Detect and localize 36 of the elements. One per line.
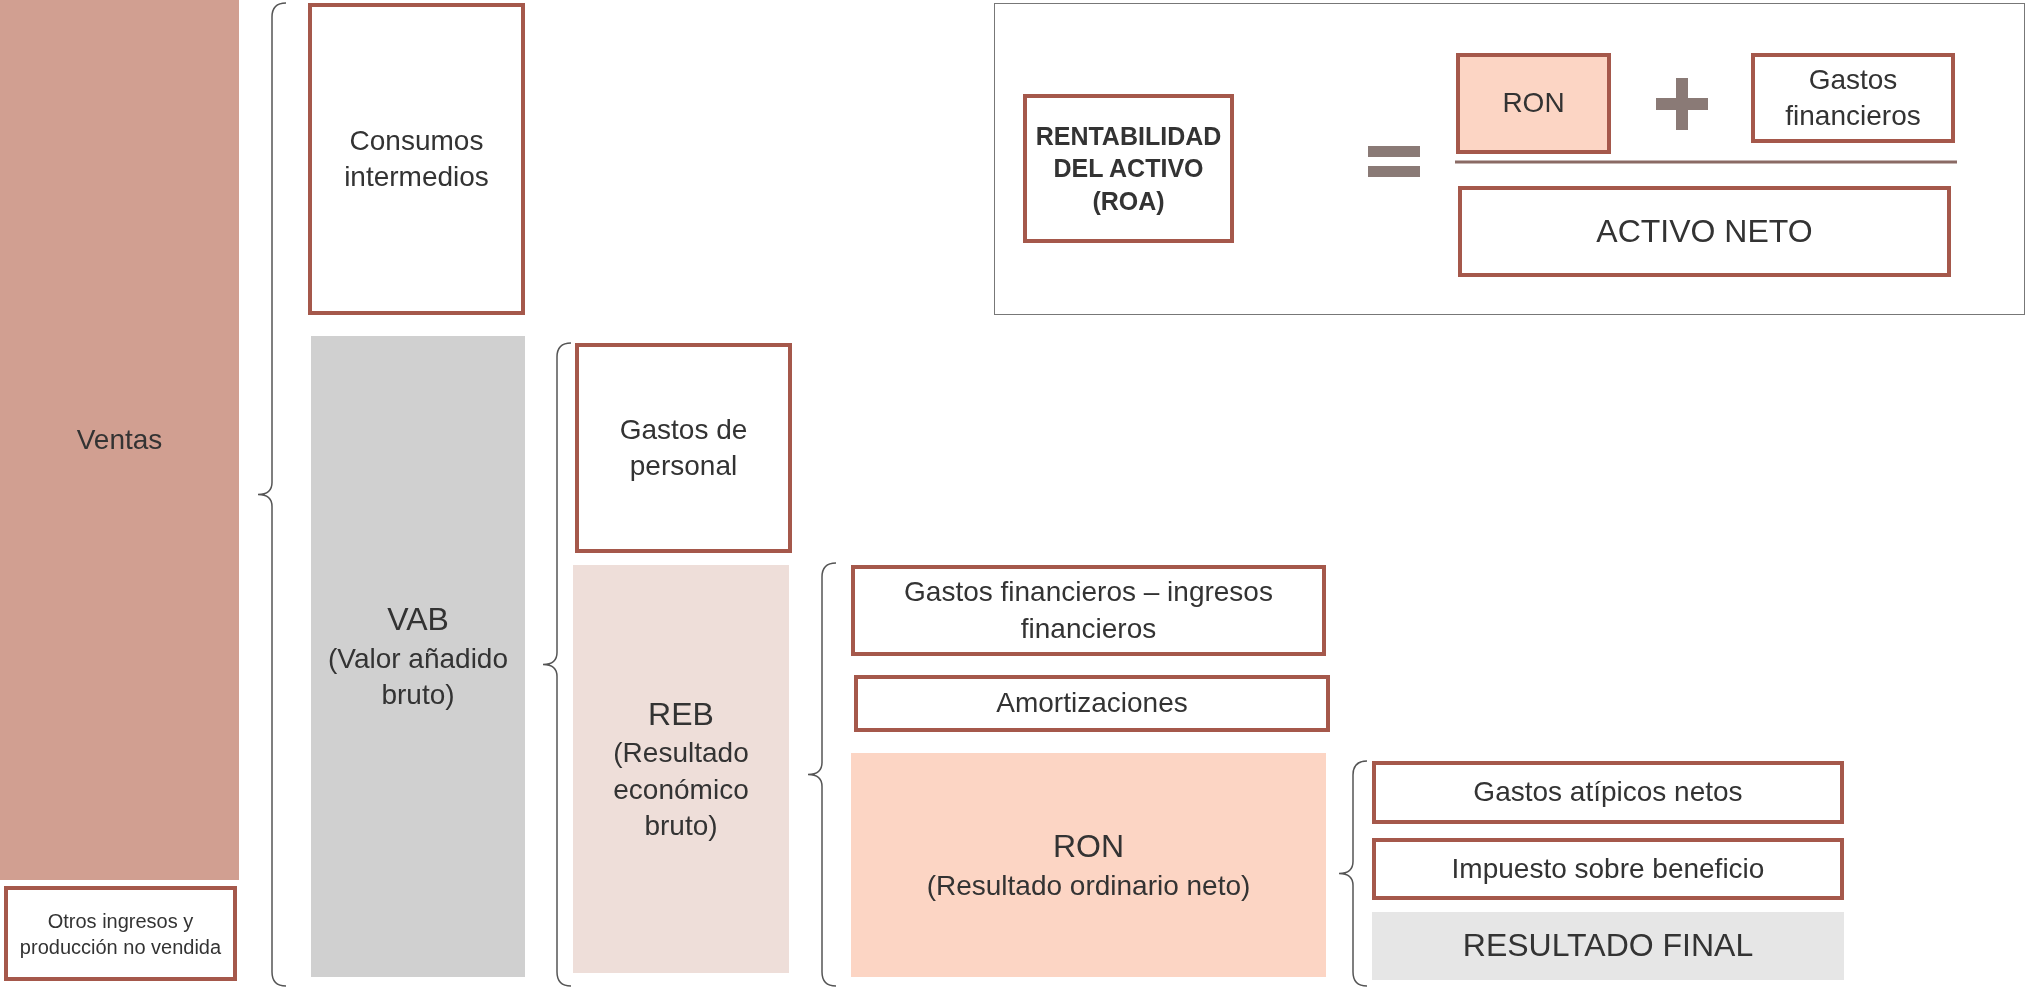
formula-box <box>1751 53 1955 143</box>
node-label: Gastos financieros – ingresos financieros <box>903 575 1274 646</box>
cost-box <box>854 675 1330 732</box>
node-label: Otros ingresos y producción no vendida <box>18 908 223 960</box>
node-label: RESULTADO FINAL <box>1461 926 1755 966</box>
cost-box <box>1372 838 1844 900</box>
income-box <box>4 886 237 981</box>
node-label: Consumos intermedios <box>343 123 490 194</box>
node-label: Gastos atípicos netos <box>1472 775 1744 810</box>
revenue-bar <box>0 0 239 880</box>
formula-box <box>1458 186 1951 277</box>
formula-frame <box>994 3 2025 315</box>
node-subtitle: (Valor añadido bruto) <box>326 641 509 713</box>
cost-box <box>308 3 525 315</box>
node-label: ACTIVO NETO <box>1595 211 1814 251</box>
formula-box <box>1456 53 1611 154</box>
cost-box <box>1372 761 1844 824</box>
node-title: RON <box>1051 827 1126 866</box>
node-title: REB <box>647 694 715 734</box>
net-result-bar <box>851 753 1326 977</box>
node-label: Gastos de personal <box>618 412 749 483</box>
gross-result-bar <box>573 565 789 973</box>
final-result-bar <box>1372 912 1844 980</box>
node-label: Amortizaciones <box>995 686 1189 721</box>
node-label: Impuesto sobre beneficio <box>1450 851 1766 886</box>
node-label: RON <box>1501 86 1566 121</box>
node-title: VAB <box>386 600 450 640</box>
cost-box <box>851 565 1326 656</box>
node-label: Gastos financieros <box>1784 62 1922 133</box>
value-added-bar <box>311 336 525 977</box>
node-label: RENTABILIDAD DEL ACTIVO (ROA) <box>1034 120 1223 217</box>
node-label: Ventas <box>75 422 164 457</box>
cost-box <box>575 343 792 553</box>
node-subtitle: (Resultado ordinario neto) <box>925 868 1252 903</box>
formula-box <box>1023 94 1234 243</box>
node-subtitle: (Resultado económico bruto) <box>612 736 750 843</box>
